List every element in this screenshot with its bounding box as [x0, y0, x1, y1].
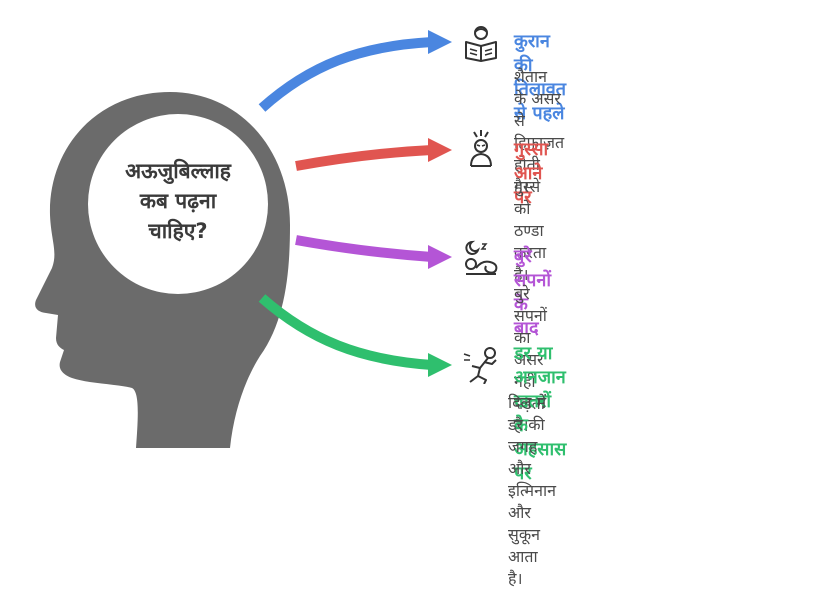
item-2-title: गुस्सा आने पर: [514, 139, 549, 208]
arrow-3-curve: [295, 235, 433, 262]
arrow-1-head: [428, 30, 452, 54]
item-3-title: बुरे सपनों के बाद: [514, 246, 552, 339]
arrow-3: [295, 235, 452, 269]
center-line-1: अऊजुबिल्लाह: [125, 159, 231, 183]
item-4-desc-line-2: और सुकून आता है।: [508, 503, 540, 588]
center-line-2: कब पढ़ना: [139, 189, 217, 213]
arrow-1: [258, 30, 452, 112]
scared-person-icon: [463, 347, 497, 384]
arrow-4-curve: [258, 294, 433, 370]
item-4-desc: दिल में डर की जगह और इत्मिनान और सुकून आ…: [508, 392, 556, 590]
item-2-desc-line-1: गुस्से को ठण्डा करता है।: [514, 177, 547, 284]
item-1-desc-line-2: है।: [514, 177, 529, 196]
item-2-desc: गुस्से को ठण्डा करता है।: [514, 176, 546, 286]
sleeping-person-icon: [465, 240, 498, 275]
diagram-canvas: [35, 30, 452, 448]
arrow-4: [258, 294, 452, 377]
arrow-3-head: [428, 245, 452, 269]
arrow-1-curve: [258, 37, 433, 112]
item-3-desc-line-1: बुरे सपनों का असर नहीं पड़ता है।: [514, 284, 547, 435]
arrow-2-curve: [295, 145, 433, 171]
item-4-title: डर या अनजान खतरों के अहसास पर: [514, 342, 566, 486]
angry-person-icon: [470, 130, 492, 167]
arrow-4-head: [428, 353, 452, 377]
item-4-title-line-1: डर या अनजान खतरों के: [514, 343, 566, 436]
center-line-3: चाहिए?: [148, 219, 208, 243]
center-question: अऊजुबिल्लाह कब पढ़ना चाहिए?: [92, 156, 264, 246]
arrow-2-head: [428, 138, 452, 162]
item-1-desc-line-1: शैतान के असर से हिफ़ाज़त होती: [514, 67, 565, 174]
arrow-2: [295, 138, 452, 171]
center-circle: [88, 114, 268, 294]
item-1-desc: शैतान के असर से हिफ़ाज़त होती है।: [514, 66, 564, 198]
item-4-desc-line-1: दिल में डर की जगह और इत्मिनान: [508, 393, 556, 500]
item-3-desc: बुरे सपनों का असर नहीं पड़ता है।: [514, 283, 547, 437]
item-1-title: कुरान की तिलावत से पहले: [514, 31, 567, 124]
reading-person-icon: [465, 26, 497, 62]
